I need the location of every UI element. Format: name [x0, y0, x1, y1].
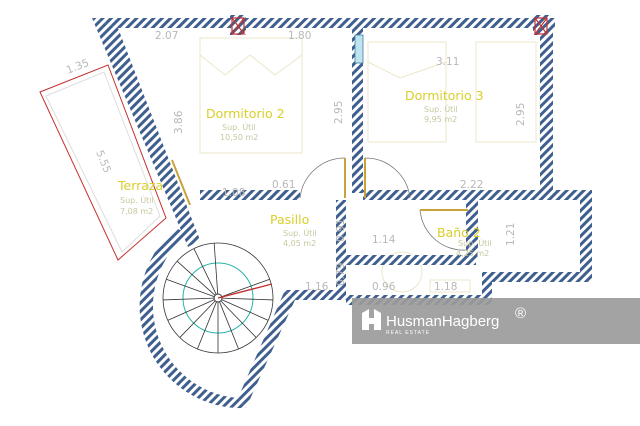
- dormitorio2-area: 10,50 m2: [220, 133, 258, 142]
- bano2-area: 4,25 m2: [456, 249, 489, 258]
- room-labels: Dormitorio 2 Sup. Útil 10,50 m2 Dormitor…: [117, 88, 492, 258]
- house-logo-icon: [362, 309, 381, 330]
- dim-label: 5.55: [93, 149, 113, 175]
- stair-tread: [220, 300, 257, 338]
- stair-tread: [167, 299, 215, 321]
- stair-tread: [221, 278, 270, 298]
- dormitorio2-area-label: Sup. Útil: [222, 121, 256, 132]
- dim-label: 1.14: [372, 234, 396, 246]
- terraza-name: Terraza: [117, 178, 163, 193]
- dormitorio3-name: Dormitorio 3: [405, 88, 484, 103]
- dormitorio3-area-label: Sup. Útil: [424, 103, 458, 114]
- logo-watermark: HusmanHagberg ® REAL ESTATE: [352, 298, 640, 344]
- stair-tread: [193, 248, 217, 295]
- stair-tread: [179, 300, 216, 338]
- logo-text: HusmanHagberg: [386, 313, 499, 330]
- stair-tread: [221, 299, 269, 321]
- dormitorio2-name: Dormitorio 2: [206, 106, 285, 121]
- dim-label: 1.08: [222, 187, 245, 199]
- bano2-area-label: Sup. Útil: [458, 237, 492, 248]
- stair-tread: [213, 243, 219, 295]
- dim-label: 0.91: [335, 219, 347, 242]
- furniture: [199, 37, 551, 293]
- stair-tread: [197, 301, 217, 350]
- dim-label: 0.79: [335, 263, 347, 286]
- doors: [171, 34, 469, 251]
- dim-label: 1.18: [434, 281, 457, 293]
- dormitorio3-area: 9,95 m2: [424, 115, 457, 124]
- dim-label: 1.80: [288, 30, 311, 42]
- dim-label: 3.86: [173, 110, 185, 134]
- spiral-staircase: [162, 242, 274, 354]
- dim-label: 3.11: [436, 56, 459, 68]
- stair-tread: [221, 297, 273, 301]
- dim-label: 0.61: [272, 179, 295, 191]
- dim-label: 2.95: [333, 101, 345, 124]
- dim-label: 1.16: [305, 281, 329, 293]
- terraza-railing: [39, 64, 167, 261]
- pasillo-name: Pasillo: [270, 212, 309, 227]
- stair-direction-arrow: [217, 283, 273, 299]
- terraza-area-label: Sup. Útil: [120, 194, 154, 205]
- bano2-name: Baño 2: [437, 225, 481, 240]
- pasillo-area: 4,05 m2: [283, 239, 316, 248]
- stair-tread: [166, 278, 215, 298]
- dim-label: 1.21: [505, 223, 517, 246]
- dim-label: 2.07: [155, 30, 178, 42]
- stair-tread: [163, 297, 215, 301]
- logo-registered: ®: [515, 305, 526, 322]
- terraza-area: 7,08 m2: [120, 207, 153, 216]
- columns: [231, 17, 548, 35]
- stair-tread: [219, 301, 239, 350]
- stair-tread: [176, 260, 216, 296]
- walls: [92, 15, 592, 409]
- logo-subtitle: REAL ESTATE: [386, 330, 430, 336]
- dimension-labels: 2.07 1.80 3.11 3.86 2.95 2.95 1.35 5.55 …: [65, 30, 527, 293]
- dim-label: 2.95: [515, 103, 527, 126]
- dim-label: 0.96: [372, 281, 396, 293]
- pasillo-area-label: Sup. Útil: [283, 227, 317, 238]
- dim-label: 2.22: [460, 179, 483, 191]
